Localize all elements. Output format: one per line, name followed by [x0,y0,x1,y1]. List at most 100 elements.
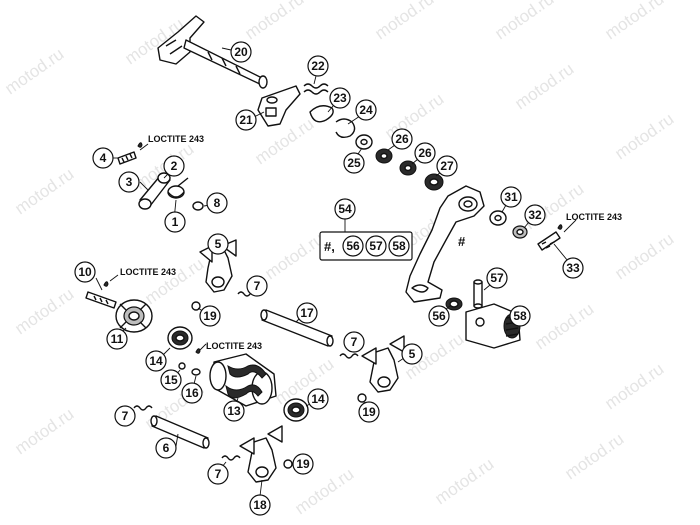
callout-31[interactable]: 31 [500,186,522,208]
svg-text:19: 19 [362,405,376,419]
collar-hole [429,178,439,186]
callout-7[interactable]: 7 [246,275,268,297]
callout-5[interactable]: 5 [207,233,229,255]
svg-text:1: 1 [172,215,179,229]
callout-20[interactable]: 20 [230,41,252,63]
watermark: motod.ru [11,404,77,458]
washer-hole [494,214,502,222]
svg-text:22: 22 [311,59,325,73]
svg-text:19: 19 [296,457,310,471]
watermark: motod.ru [1,44,67,98]
shift-drum-part [209,353,277,407]
callout-24[interactable]: 24 [355,99,377,121]
callout-19[interactable]: 19 [292,453,314,475]
callout-7[interactable]: 7 [207,463,229,485]
svg-text:57: 57 [490,271,504,285]
loctite-drop-icon [103,281,109,287]
svg-text:20: 20 [234,45,248,59]
callout-14[interactable]: 14 [307,388,329,410]
spring-part [339,353,359,359]
svg-text:4: 4 [100,151,107,165]
callout-26[interactable]: 26 [414,142,436,164]
watermark: motod.ru [611,109,677,163]
callout-2[interactable]: 2 [163,155,185,177]
callout-32[interactable]: 32 [524,204,546,226]
callout-26[interactable]: 26 [391,128,413,150]
watermark: motod.ru [141,254,207,308]
svg-text:31: 31 [504,190,518,204]
callout-58[interactable]: 58 [509,305,531,327]
parts-layer [85,15,563,483]
loctite-drop-icon [557,224,563,230]
svg-text:13: 13 [227,404,241,418]
callout-23[interactable]: 23 [329,87,351,109]
svg-text:32: 32 [528,208,542,222]
loctite-label: LOCTITE 243 [566,212,622,222]
callout-11[interactable]: 11 [106,328,128,350]
svg-text:54: 54 [338,202,352,216]
callout-19[interactable]: 19 [358,401,380,423]
svg-text:5: 5 [215,237,222,251]
watermark: motod.ru [611,229,677,283]
callout-7[interactable]: 7 [343,331,365,353]
callout-57[interactable]: 57 [486,267,508,289]
svg-text:19: 19 [203,309,217,323]
callout-7[interactable]: 7 [114,405,136,427]
spring-washer-hole [516,228,524,236]
svg-text:58: 58 [513,309,527,323]
callout-1[interactable]: 1 [164,211,186,233]
callout-3[interactable]: 3 [118,171,140,193]
callout-22[interactable]: 22 [307,55,329,77]
svg-text:8: 8 [214,196,221,210]
callout-54[interactable]: 54 [334,198,356,220]
shift-fork-part [239,425,283,483]
svg-text:18: 18 [253,498,267,512]
shift-fork-part [199,239,237,293]
loctite-label: LOCTITE 243 [206,341,262,351]
callout-16[interactable]: 16 [181,382,203,404]
callout-8[interactable]: 8 [206,192,228,214]
callout-4[interactable]: 4 [92,147,114,169]
callout-27[interactable]: 27 [436,155,458,177]
callout-13[interactable]: 13 [223,400,245,422]
loctite-drop-icon [137,142,143,148]
svg-text:24: 24 [359,103,373,117]
svg-text:17: 17 [300,306,314,320]
callout-15[interactable]: 15 [160,369,182,391]
svg-text:21: 21 [239,113,253,127]
svg-text:7: 7 [122,409,129,423]
hash-marker: # [458,234,466,249]
watermark: motod.ru [431,454,497,508]
spring-part [133,405,153,411]
group-box-54: #, 56 57 58 [319,231,413,261]
callout-25[interactable]: 25 [343,152,365,174]
callout-17[interactable]: 17 [296,302,318,324]
callout-56[interactable]: 56 [428,305,450,327]
svg-text:7: 7 [254,279,261,293]
shift-fork-part [361,335,405,393]
callout-21[interactable]: 21 [235,109,257,131]
callout-18[interactable]: 18 [249,494,271,516]
callout-19[interactable]: 19 [199,305,221,327]
watermark: motod.ru [261,229,327,283]
spring-clip-part [309,105,356,139]
washer-hole [360,138,368,146]
svg-text:26: 26 [395,132,409,146]
svg-text:14: 14 [149,354,163,368]
lever-arm-part [138,172,171,210]
roller-part [283,459,293,469]
callout-6[interactable]: 6 [155,437,177,459]
callout-33[interactable]: 33 [562,257,584,279]
roller-part [357,393,367,403]
svg-text:23: 23 [333,91,347,105]
callout-14[interactable]: 14 [145,350,167,372]
svg-text:27: 27 [440,159,454,173]
callout-5[interactable]: 5 [401,343,423,365]
svg-text:14: 14 [311,392,325,406]
callout-10[interactable]: 10 [74,261,96,283]
svg-text:2: 2 [171,159,178,173]
svg-text:26: 26 [418,146,432,160]
watermark: motod.ru [511,59,577,113]
watermark: motod.ru [531,299,597,353]
svg-text:33: 33 [566,261,580,275]
